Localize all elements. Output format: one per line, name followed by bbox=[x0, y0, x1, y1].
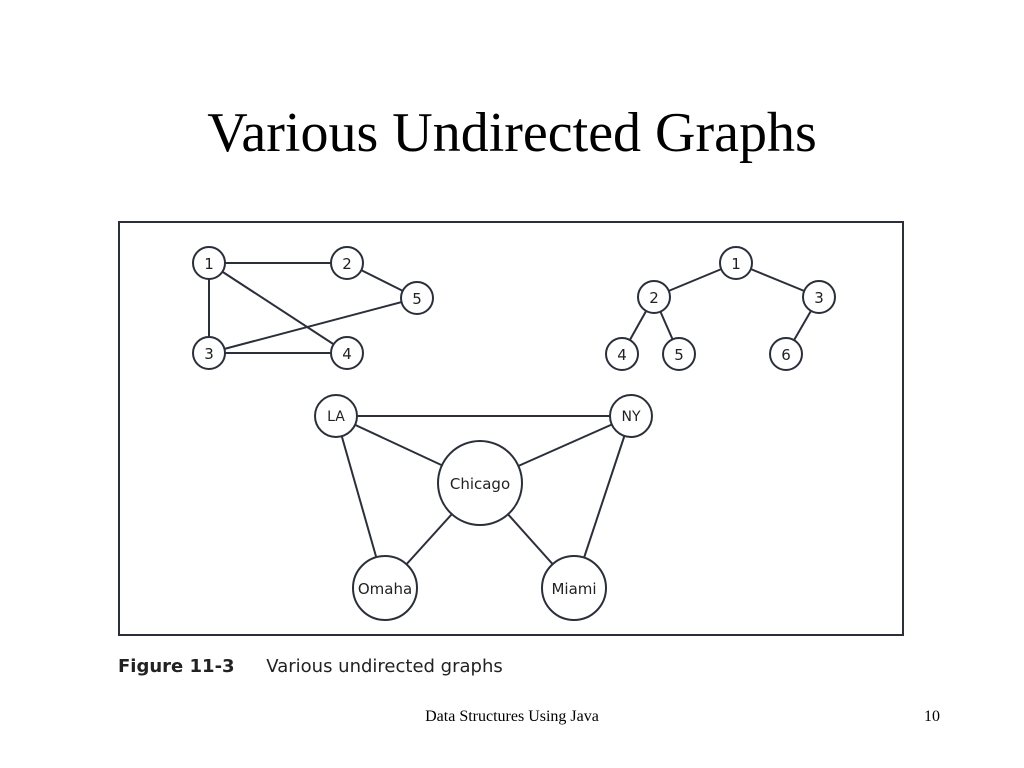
node-label: 2 bbox=[649, 289, 659, 307]
node-circle bbox=[330, 246, 364, 280]
node-b1: 1 bbox=[719, 246, 753, 280]
node-b5: 5 bbox=[662, 337, 696, 371]
node-b3: 3 bbox=[802, 280, 836, 314]
node-miami: Miami bbox=[541, 555, 607, 621]
node-circle bbox=[769, 337, 803, 371]
node-b4: 4 bbox=[605, 337, 639, 371]
figure-caption-label: Figure 11-3 bbox=[118, 656, 235, 677]
node-circle bbox=[609, 394, 653, 438]
node-label: 3 bbox=[814, 289, 824, 307]
node-circle bbox=[192, 336, 226, 370]
node-ny: NY bbox=[609, 394, 653, 438]
node-circle bbox=[802, 280, 836, 314]
node-label: 5 bbox=[412, 290, 422, 308]
node-label: Miami bbox=[551, 580, 596, 598]
figure-caption-text: Various undirected graphs bbox=[266, 656, 503, 677]
node-label: 2 bbox=[342, 255, 352, 273]
node-label: 5 bbox=[674, 346, 684, 364]
node-label: 4 bbox=[617, 346, 627, 364]
node-a5: 5 bbox=[400, 281, 434, 315]
node-b2: 2 bbox=[637, 280, 671, 314]
page-number: 10 bbox=[924, 708, 940, 725]
node-label: NY bbox=[621, 409, 640, 425]
node-label: 1 bbox=[731, 255, 741, 273]
node-a3: 3 bbox=[192, 336, 226, 370]
node-circle bbox=[719, 246, 753, 280]
node-label: 4 bbox=[342, 345, 352, 363]
node-la: LA bbox=[314, 394, 358, 438]
node-label: 6 bbox=[781, 346, 791, 364]
node-circle bbox=[192, 246, 226, 280]
edge-a3-a5 bbox=[208, 297, 418, 354]
node-circle bbox=[662, 337, 696, 371]
node-label: Omaha bbox=[358, 580, 412, 598]
slide-title: Various Undirected Graphs bbox=[207, 102, 817, 164]
node-circle bbox=[330, 336, 364, 370]
node-label: 3 bbox=[204, 345, 214, 363]
node-a1: 1 bbox=[192, 246, 226, 280]
node-circle bbox=[437, 440, 523, 526]
node-circle bbox=[352, 555, 418, 621]
node-circle bbox=[605, 337, 639, 371]
edge-a1-a4 bbox=[208, 262, 348, 354]
node-a4: 4 bbox=[330, 336, 364, 370]
node-chicago: Chicago bbox=[437, 440, 523, 526]
node-label: Chicago bbox=[450, 475, 510, 493]
slide-footer: Data Structures Using Java bbox=[425, 708, 599, 725]
edges-layer bbox=[208, 262, 820, 589]
node-circle bbox=[541, 555, 607, 621]
node-label: LA bbox=[327, 409, 345, 425]
node-label: 1 bbox=[204, 255, 214, 273]
node-omaha: Omaha bbox=[352, 555, 418, 621]
node-circle bbox=[400, 281, 434, 315]
node-circle bbox=[637, 280, 671, 314]
node-circle bbox=[314, 394, 358, 438]
node-a2: 2 bbox=[330, 246, 364, 280]
node-b6: 6 bbox=[769, 337, 803, 371]
figure-caption: Figure 11-3 Various undirected graphs bbox=[118, 656, 503, 677]
